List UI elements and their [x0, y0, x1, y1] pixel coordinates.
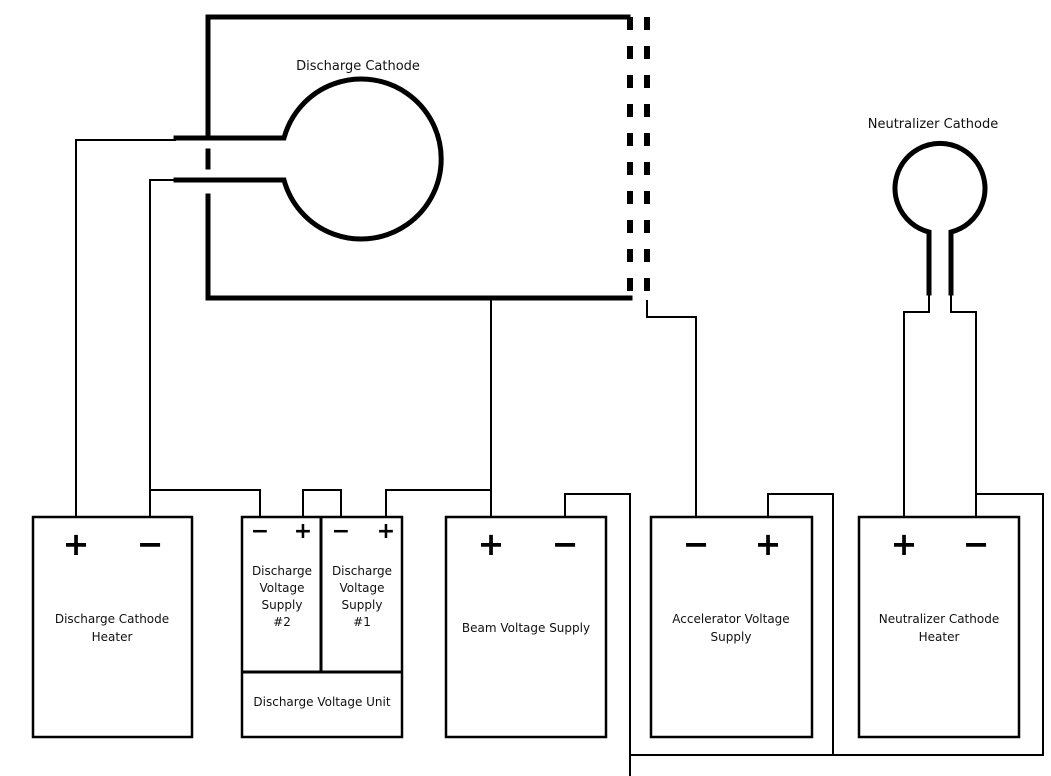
chamber-wall-top	[205, 14, 631, 141]
beam-voltage-supply-label: Beam Voltage Supply	[462, 621, 590, 635]
beam-voltage-supply-box	[444, 515, 608, 739]
discharge-cathode-heater: + − Discharge Cathode Heater	[31, 515, 194, 739]
discharge-cathode-heater-label-2: Heater	[92, 630, 133, 644]
neutralizer-cathode-heater: + − Neutralizer Cathode Heater	[857, 515, 1021, 739]
beam-voltage-supply-plus: +	[478, 525, 505, 563]
wire-cathode-heater-plus	[75, 139, 176, 517]
wire-supply-1-plus-to-anode	[385, 489, 491, 517]
supply-2-label-1: Discharge	[252, 564, 312, 578]
discharge-cathode-heater-label-1: Discharge Cathode	[55, 612, 169, 626]
neutralizer-cathode-label: Neutralizer Cathode	[868, 117, 998, 132]
accelerator-voltage-supply-box	[649, 515, 814, 739]
supply-2-plus: +	[294, 519, 312, 544]
accelerator-voltage-supply-plus: +	[755, 525, 782, 563]
discharge-cathode-heater-minus: −	[137, 525, 164, 563]
accelerator-voltage-supply-minus: −	[683, 525, 710, 563]
discharge-cathode-element	[173, 76, 444, 242]
neutralizer-cathode-heater-label-2: Heater	[919, 630, 960, 644]
beam-voltage-supply-minus: −	[552, 525, 579, 563]
supply-2-label-3: Supply	[262, 598, 303, 612]
wire-neutralizer-heater-plus	[903, 293, 930, 517]
wire-neutralizer-to-common	[833, 493, 1044, 756]
neutralizer-cathode-heater-box	[857, 515, 1021, 739]
discharge-cathode-heater-box	[31, 515, 194, 739]
supply-2-label-2: Voltage	[259, 581, 304, 595]
discharge-voltage-unit-label: Discharge Voltage Unit	[253, 695, 390, 709]
accelerator-voltage-supply: − + Accelerator Voltage Supply	[649, 515, 814, 739]
discharge-cathode	[173, 76, 444, 242]
supply-1-label-4: #1	[353, 615, 371, 629]
wire-cathode-to-supply-2-minus	[150, 489, 261, 517]
supply-1-minus: −	[332, 519, 350, 544]
neutralizer-cathode	[892, 140, 988, 296]
supply-1-label-3: Supply	[342, 598, 383, 612]
wire-accel-plus	[630, 493, 834, 756]
wire-neutralizer-heater-minus	[950, 293, 977, 517]
accelerator-voltage-supply-label-2: Supply	[711, 630, 752, 644]
wiring	[75, 139, 1044, 776]
neutralizer-cathode-element	[892, 140, 988, 296]
supply-2-label-4: #2	[273, 615, 291, 629]
beam-voltage-supply: + − Beam Voltage Supply	[444, 515, 608, 739]
wire-supply-2-plus-to-supply-1-minus	[302, 489, 342, 517]
wire-accel-grid-to-accel-minus	[646, 300, 697, 517]
neutralizer-cathode-heater-label-1: Neutralizer Cathode	[879, 612, 999, 626]
supply-2-minus: −	[251, 519, 269, 544]
discharge-cathode-heater-plus: +	[63, 525, 90, 563]
discharge-cathode-label: Discharge Cathode	[296, 59, 420, 74]
wire-cathode-heater-minus	[149, 179, 176, 517]
wire-beam-minus	[564, 493, 631, 776]
accelerator-voltage-supply-label-1: Accelerator Voltage	[672, 612, 789, 626]
discharge-chamber	[205, 14, 650, 301]
supply-1-label-1: Discharge	[332, 564, 392, 578]
neutralizer-cathode-heater-plus: +	[891, 525, 918, 563]
supply-1-label-2: Voltage	[339, 581, 384, 595]
discharge-voltage-unit: − + − + Discharge Voltage Supply #2 Disc…	[240, 515, 404, 739]
neutralizer-cathode-heater-minus: −	[963, 525, 990, 563]
supply-1-plus: +	[377, 519, 395, 544]
